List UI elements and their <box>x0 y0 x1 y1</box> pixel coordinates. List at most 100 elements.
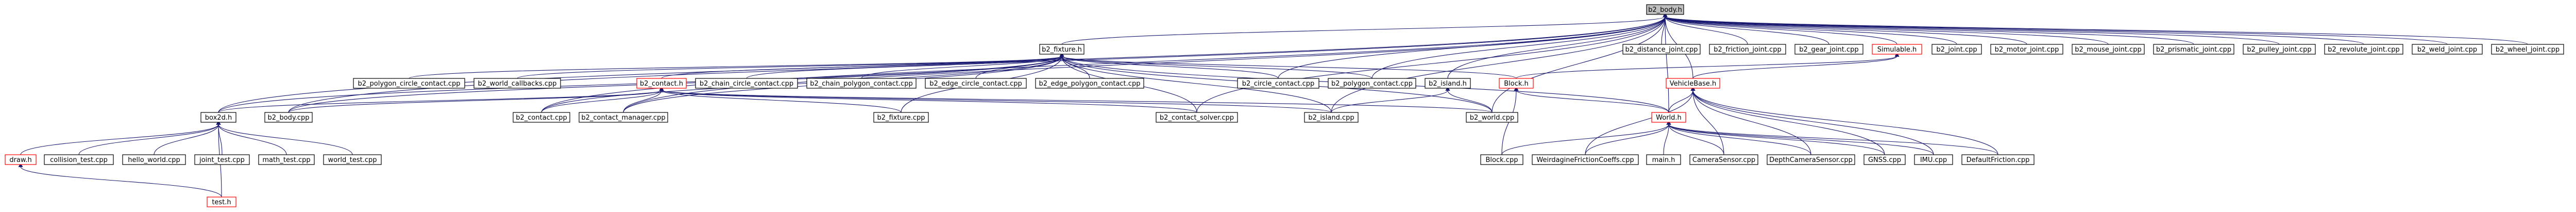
node-b2-contact-solver-cpp[interactable]: b2_contact_solver.cpp <box>1156 112 1238 123</box>
edge-VehicleBase_h-to-CameraSensor_cpp <box>1690 86 1724 155</box>
node-label: main.h <box>1652 156 1675 164</box>
node-b2-body-h[interactable]: b2_body.h <box>1646 4 1684 15</box>
node-b2-island-cpp[interactable]: b2_island.cpp <box>1304 112 1359 123</box>
dependency-edges <box>18 12 2528 198</box>
node-label: b2_body.cpp <box>267 114 309 122</box>
edge-b2_fixture_h-to-b2_chain_circle_contact_cpp <box>746 52 1064 79</box>
node-b2-revolute-joint-cpp[interactable]: b2_revolute_joint.cpp <box>2324 44 2403 55</box>
node-label: b2_chain_circle_contact.cpp <box>700 80 793 88</box>
edge-b2_body_h-to-b2_body_cpp <box>288 12 1668 113</box>
node-label: world_test.cpp <box>328 156 377 164</box>
node-b2-polygon-contact-cpp[interactable]: b2_polygon_contact.cpp <box>1328 78 1416 89</box>
node-b2-distance-joint-cpp[interactable]: b2_distance_joint.cpp <box>1622 44 1701 55</box>
node-b2-prismatic-joint-cpp[interactable]: b2_prismatic_joint.cpp <box>2153 44 2234 55</box>
node-vehiclebase-h[interactable]: VehicleBase.h <box>1666 78 1720 89</box>
edge-b2_body_h-to-b2_revolute_joint_cpp <box>1663 12 2364 45</box>
node-label: box2d.h <box>205 114 232 122</box>
node-gnss-cpp[interactable]: GNSS.cpp <box>1863 154 1906 165</box>
edge-World_h-to-main_h <box>1663 120 1671 155</box>
node-label: b2_contact_solver.cpp <box>1160 114 1234 122</box>
edge-b2_body_h-to-b2_prismatic_joint_cpp <box>1663 12 2194 45</box>
edge-box2d_h-to-collision_test_cpp <box>78 120 221 155</box>
node-label: test.h <box>212 199 231 206</box>
edge-b2_body_h-to-b2_motor_joint_cpp <box>1663 12 2027 45</box>
node-b2-edge-circle-contact-cpp[interactable]: b2_edge_circle_contact.cpp <box>925 78 1027 89</box>
node-b2-fixture-cpp[interactable]: b2_fixture.cpp <box>873 112 929 123</box>
edge-b2_fixture_h-to-b2_chain_polygon_contact_cpp <box>861 52 1064 79</box>
edge-b2_contact_h-to-b2_fixture_cpp <box>659 86 902 113</box>
node-b2-island-h[interactable]: b2_island.h <box>1425 78 1471 89</box>
node-world-h[interactable]: World.h <box>1651 112 1686 123</box>
node-hello-world-cpp[interactable]: hello_world.cpp <box>122 154 186 165</box>
node-joint-test-cpp[interactable]: joint_test.cpp <box>194 154 250 165</box>
node-b2-chain-circle-contact-cpp[interactable]: b2_chain_circle_contact.cpp <box>695 78 798 89</box>
node-weirdaginefrictioncoeffs-cpp[interactable]: WeirdagineFrictionCoeffs.cpp <box>1532 154 1639 165</box>
edge-b2_fixture_h-to-b2_circle_contact_cpp <box>1059 52 1279 79</box>
node-b2-friction-joint-cpp[interactable]: b2_friction_joint.cpp <box>1709 44 1786 55</box>
node-block-h[interactable]: Block.h <box>1499 78 1534 89</box>
node-label: b2_mouse_joint.cpp <box>2075 46 2141 54</box>
edge-b2_body_h-to-b2_world_cpp <box>1492 12 1668 113</box>
node-b2-polygon-circle-contact-cpp[interactable]: b2_polygon_circle_contact.cpp <box>353 78 465 89</box>
node-block-cpp[interactable]: Block.cpp <box>1480 154 1523 165</box>
node-label: joint_test.cpp <box>199 156 245 164</box>
node-b2-pulley-joint-cpp[interactable]: b2_pulley_joint.cpp <box>2243 44 2316 55</box>
node-label: b2_world_callbacks.cpp <box>478 80 556 88</box>
node-camerasensor-cpp[interactable]: CameraSensor.cpp <box>1689 154 1758 165</box>
node-b2-gear-joint-cpp[interactable]: b2_gear_joint.cpp <box>1794 44 1863 55</box>
node-label: b2_edge_circle_contact.cpp <box>929 80 1022 88</box>
edge-b2_body_h-to-b2_gear_joint_cpp <box>1663 12 1829 45</box>
node-label: b2_polygon_circle_contact.cpp <box>358 80 461 88</box>
node-box2d-h[interactable]: box2d.h <box>200 112 236 123</box>
node-b2-weld-joint-cpp[interactable]: b2_weld_joint.cpp <box>2412 44 2483 55</box>
node-label: b2_world.cpp <box>1470 114 1515 122</box>
edge-World_h-to-GNSS_cpp <box>1666 120 1885 155</box>
edge-b2_body_h-to-b2_pulley_joint_cpp <box>1663 12 2280 45</box>
node-b2-edge-polygon-contact-cpp[interactable]: b2_edge_polygon_contact.cpp <box>1035 78 1144 89</box>
node-defaultfriction-cpp[interactable]: DefaultFriction.cpp <box>1961 154 2035 165</box>
edge-b2_body_h-to-b2_friction_joint_cpp <box>1663 12 1748 45</box>
node-b2-contact-cpp[interactable]: b2_contact.cpp <box>513 112 570 123</box>
edge-VehicleBase_h-to-IMU_cpp <box>1690 86 1934 155</box>
edge-b2_contact_h-to-b2_contact_cpp <box>541 86 664 113</box>
node-label: World.h <box>1656 114 1682 122</box>
node-label: b2_prismatic_joint.cpp <box>2156 46 2231 54</box>
node-b2-mouse-joint-cpp[interactable]: b2_mouse_joint.cpp <box>2072 44 2145 55</box>
node-label: hello_world.cpp <box>128 156 180 164</box>
edge-VehicleBase_h-to-WeirdagineFrictionCoeffs_cpp <box>1585 86 1696 155</box>
edge-b2_fixture_h-to-b2_polygon_contact_cpp <box>1059 52 1372 79</box>
edge-b2_contact_h-to-b2_contact_manager_cpp <box>623 86 664 113</box>
node-label: b2_edge_polygon_contact.cpp <box>1039 80 1141 88</box>
edge-Block_h-to-World_h <box>1514 86 1669 113</box>
node-draw-h[interactable]: draw.h <box>5 154 37 165</box>
node-b2-circle-contact-cpp[interactable]: b2_circle_contact.cpp <box>1237 78 1319 89</box>
node-world-test-cpp[interactable]: world_test.cpp <box>323 154 382 165</box>
node-imu-cpp[interactable]: IMU.cpp <box>1914 154 1953 165</box>
node-b2-wheel-joint-cpp[interactable]: b2_wheel_joint.cpp <box>2491 44 2564 55</box>
node-depthcamerasensor-cpp[interactable]: DepthCameraSensor.cpp <box>1767 154 1855 165</box>
edge-b2_contact_h-to-b2_body_cpp <box>288 86 664 113</box>
node-main-h[interactable]: main.h <box>1646 154 1681 165</box>
node-b2-contact-h[interactable]: b2_contact.h <box>636 78 687 89</box>
edge-b2_fixture_h-to-b2_contact_cpp <box>541 52 1064 113</box>
node-b2-world-cpp[interactable]: b2_world.cpp <box>1466 112 1518 123</box>
node-b2-chain-polygon-contact-cpp[interactable]: b2_chain_polygon_contact.cpp <box>806 78 917 89</box>
node-b2-contact-manager-cpp[interactable]: b2_contact_manager.cpp <box>579 112 668 123</box>
node-b2-fixture-h[interactable]: b2_fixture.h <box>1039 44 1084 55</box>
edge-VehicleBase_h-to-World_h <box>1668 86 1696 113</box>
node-math-test-cpp[interactable]: math_test.cpp <box>258 154 315 165</box>
node-b2-world-callbacks-cpp[interactable]: b2_world_callbacks.cpp <box>473 78 561 89</box>
node-label: b2_circle_contact.cpp <box>1242 80 1315 88</box>
node-collision-test-cpp[interactable]: collision_test.cpp <box>44 154 114 165</box>
node-simulable-h[interactable]: Simulable.h <box>1872 44 1922 55</box>
node-b2-body-cpp[interactable]: b2_body.cpp <box>264 112 313 123</box>
node-test-h[interactable]: test.h <box>207 197 236 207</box>
node-label: b2_pulley_joint.cpp <box>2247 46 2311 54</box>
node-b2-joint-cpp[interactable]: b2_joint.cpp <box>1931 44 1982 55</box>
node-b2-motor-joint-cpp[interactable]: b2_motor_joint.cpp <box>1990 44 2063 55</box>
edge-b2_body_h-to-Simulable_h <box>1663 12 1897 45</box>
node-label: b2_polygon_contact.cpp <box>1331 80 1413 88</box>
node-label: CameraSensor.cpp <box>1692 156 1755 164</box>
edge-b2_fixture_h-to-b2_polygon_circle_contact_cpp <box>409 52 1064 79</box>
node-label: math_test.cpp <box>262 156 310 164</box>
